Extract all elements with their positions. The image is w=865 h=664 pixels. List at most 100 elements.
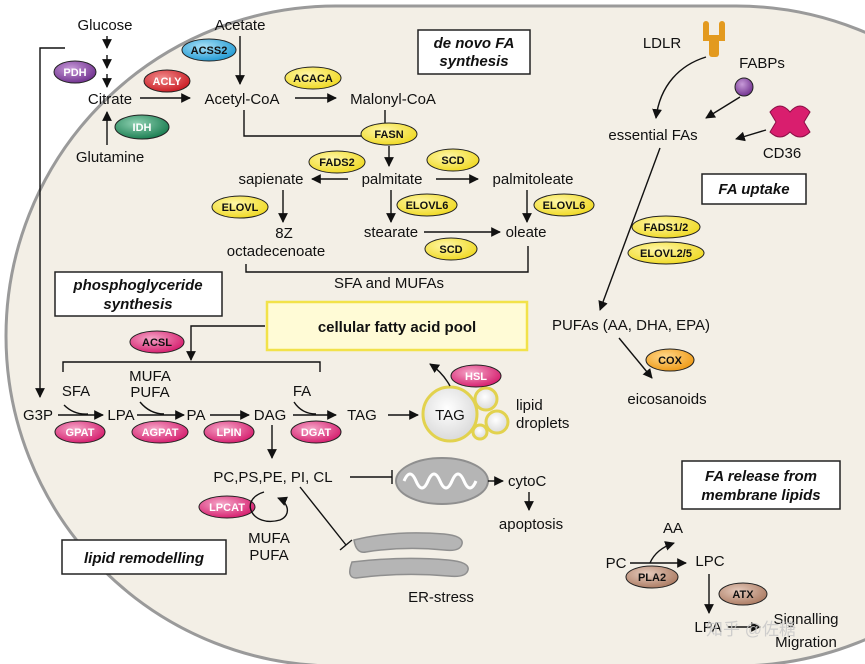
svg-text:PLA2: PLA2 (638, 572, 666, 584)
oleate-label: oleate (506, 224, 547, 241)
svg-text:LPCAT: LPCAT (209, 502, 245, 514)
lipolysis-arrow (429, 363, 451, 387)
lipid-remodelling-box: lipid remodelling (61, 539, 227, 575)
acetate-label: Acetate (215, 17, 266, 34)
palmitate-label: palmitate (362, 171, 423, 188)
acss2-enzyme: ACSS2 (181, 38, 237, 62)
svg-text:ACLY: ACLY (153, 76, 183, 88)
acaca-enzyme: ACACA (284, 66, 342, 90)
glucose-g3p-arrow (35, 47, 65, 398)
fa-release-arrows (630, 541, 761, 632)
svg-text:FADS1/2: FADS1/2 (644, 222, 689, 234)
migration-label: Migration (775, 634, 837, 651)
mufa-label-2: MUFA (248, 530, 290, 547)
cox-enzyme: COX (645, 348, 695, 372)
svg-text:synthesis: synthesis (439, 53, 508, 70)
cd36-label: CD36 (763, 145, 801, 162)
acsl-enzyme: ACSL (129, 330, 185, 354)
dgat-enzyme: DGAT (290, 420, 342, 444)
fatty-acid-pool-box: cellular fatty acid pool (265, 300, 529, 352)
lpcat-enzyme: LPCAT (198, 495, 256, 519)
elovl-enzyme: ELOVL (211, 195, 269, 219)
svg-text:IDH: IDH (133, 122, 152, 134)
svg-text:cellular fatty acid pool: cellular fatty acid pool (318, 319, 476, 336)
acetyl-coa-label: Acetyl-CoA (204, 91, 279, 108)
pla2-enzyme: PLA2 (625, 565, 679, 589)
fa-uptake-box: FA uptake (701, 173, 807, 205)
sfa-mufas-label: SFA and MUFAs (334, 275, 444, 292)
de-novo-box: de novo FA synthesis (417, 29, 531, 75)
elovl25-enzyme: ELOVL2/5 (627, 241, 705, 265)
svg-text:SCD: SCD (439, 244, 462, 256)
citrate-label: Citrate (88, 91, 132, 108)
svg-text:COX: COX (658, 355, 683, 367)
lipid-label: lipid (516, 397, 543, 414)
apoptosis-label: apoptosis (499, 516, 563, 533)
svg-text:ELOVL2/5: ELOVL2/5 (640, 248, 692, 260)
cd36-receptor-icon (769, 105, 811, 138)
svg-text:GPAT: GPAT (66, 427, 95, 439)
octadecenoate-label-2: octadecenoate (227, 243, 325, 260)
svg-text:ACSL: ACSL (142, 337, 172, 349)
fa-label: FA (293, 383, 311, 400)
mitochondrion-icon (395, 457, 489, 505)
uptake-arrows (598, 56, 767, 311)
glycerolipid-arrows (58, 401, 419, 459)
phospholipids-label: PC,PS,PE, PI, CL (213, 469, 332, 486)
ldlr-receptor-icon (703, 21, 725, 57)
er-icon (349, 532, 469, 579)
svg-text:synthesis: synthesis (103, 296, 172, 313)
malonyl-coa-label: Malonyl-CoA (350, 91, 436, 108)
er-stress-label: ER-stress (408, 589, 474, 606)
fads2-enzyme: FADS2 (308, 150, 366, 174)
svg-text:FADS2: FADS2 (319, 157, 354, 169)
svg-text:ATX: ATX (732, 589, 754, 601)
svg-text:AGPAT: AGPAT (142, 427, 179, 439)
acly-enzyme: ACLY (143, 69, 191, 93)
stearate-label: stearate (364, 224, 418, 241)
fabps-label: FABPs (739, 55, 785, 72)
pufa-label-2: PUFA (249, 547, 288, 564)
mufa-label-1: MUFA (129, 368, 171, 385)
lipid-droplet-icon (421, 385, 510, 443)
palmitoleate-label: palmitoleate (493, 171, 574, 188)
remodelling-cycle-arrow (249, 491, 289, 523)
pc-label: PC (606, 555, 627, 572)
tag-droplet-label: TAG (435, 407, 465, 424)
svg-text:PDH: PDH (63, 67, 86, 79)
pa-label: PA (187, 407, 206, 424)
watermark: 知乎 @佐糖 (706, 620, 796, 639)
fa-release-box: FA release from membrane lipids (681, 460, 841, 510)
lpin-enzyme: LPIN (203, 420, 255, 444)
eicosanoids-label: eicosanoids (627, 391, 706, 408)
svg-text:FASN: FASN (374, 129, 403, 141)
octadecenoate-label-1: 8Z (275, 225, 293, 242)
phosphoglyceride-box: phosphoglyceride synthesis (54, 271, 223, 317)
svg-text:ACSS2: ACSS2 (191, 45, 228, 57)
g3p-label: G3P (23, 407, 53, 424)
svg-text:FA release from: FA release from (705, 468, 817, 485)
fatty-acid-arrows (245, 174, 532, 273)
glutamine-label: Glutamine (76, 149, 144, 166)
fads12-enzyme: FADS1/2 (631, 215, 701, 239)
svg-text:DGAT: DGAT (301, 427, 332, 439)
cytoc-label: cytoC (508, 473, 547, 490)
droplets-label: droplets (516, 415, 569, 432)
scd-enzyme-2: SCD (424, 237, 478, 261)
sfa-label: SFA (62, 383, 90, 400)
pool-acsl-connector (62, 325, 321, 372)
idh-enzyme: IDH (114, 114, 170, 140)
svg-text:FA uptake: FA uptake (718, 181, 789, 198)
fabps-icon (734, 77, 754, 97)
svg-text:ELOVL6: ELOVL6 (543, 200, 586, 212)
pdh-enzyme: PDH (53, 60, 97, 84)
signalling-label: Signalling (773, 611, 838, 628)
svg-text:phosphoglyceride: phosphoglyceride (72, 277, 202, 294)
tag-label: TAG (347, 407, 377, 424)
scd-enzyme-1: SCD (426, 148, 480, 172)
aa-label: AA (663, 520, 683, 537)
phospholipid-effect-arrows (299, 470, 534, 551)
svg-text:ELOVL: ELOVL (222, 202, 259, 214)
